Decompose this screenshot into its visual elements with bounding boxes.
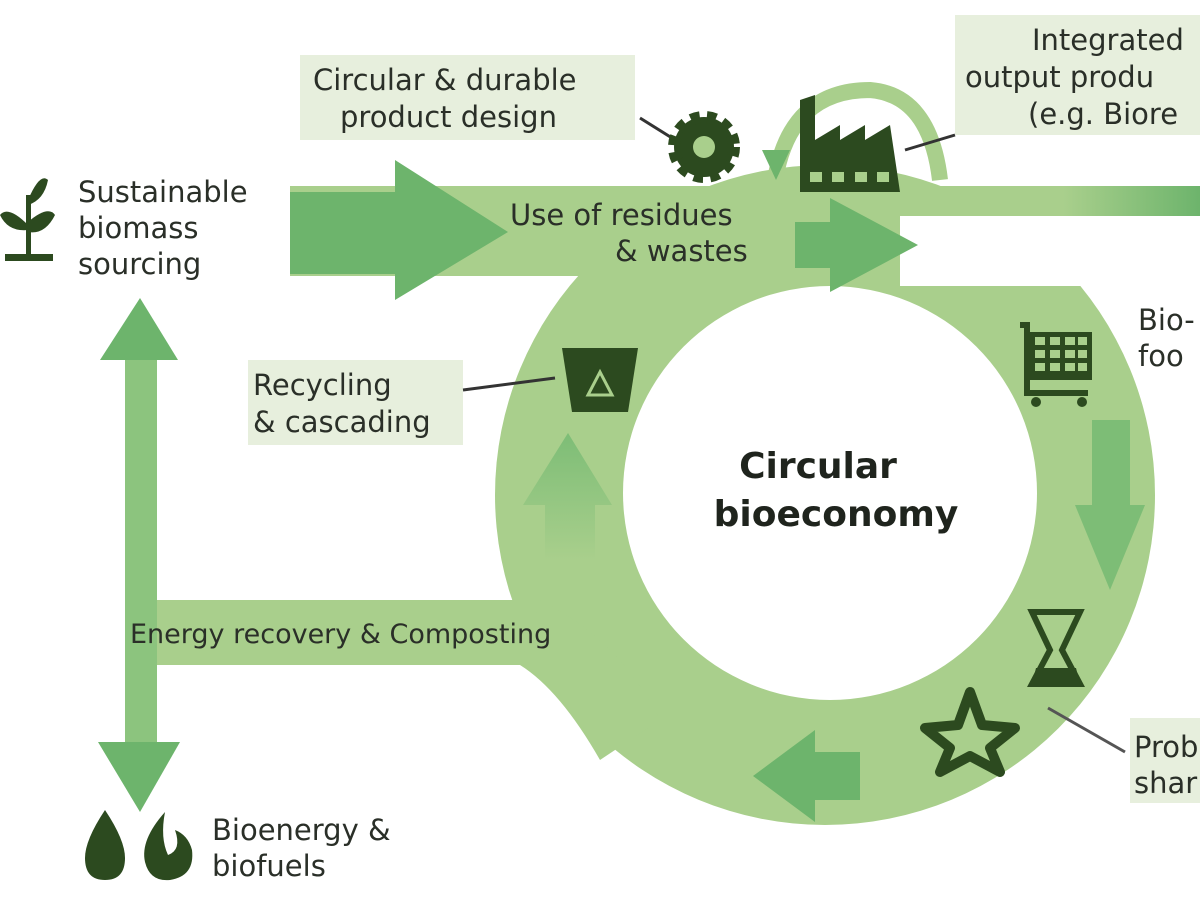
bio-food-label-1: Bio-: [1138, 303, 1195, 337]
people-star-icon: [920, 687, 1020, 777]
integrated-label-bg: [955, 15, 1200, 135]
integrated-label-2: output produ: [965, 60, 1154, 94]
integrated-label-3: (e.g. Biore: [1028, 97, 1178, 131]
drop-icon: [85, 810, 125, 880]
sourcing-label-2: biomass: [78, 211, 198, 245]
integrated-label-1: Integrated: [1032, 23, 1184, 57]
hourglass-icon: [1027, 609, 1085, 687]
plant-icon: [0, 178, 55, 261]
residues-label-2: & wastes: [615, 234, 748, 268]
design-label-bg: [300, 55, 635, 140]
down-arrow-head: [98, 742, 180, 812]
recycle-bin-icon: [562, 348, 638, 412]
center-title-2: bioeconomy: [714, 494, 959, 535]
sharing-label-1: Prob: [1134, 730, 1198, 764]
down-arrow: [1075, 420, 1145, 590]
bio-food-label-2: foo: [1138, 339, 1184, 373]
flame-icon: [144, 812, 193, 881]
recycling-label-2: & cascading: [253, 405, 431, 439]
shopping-cart-icon: [1020, 322, 1092, 407]
sourcing-label-1: Sustainable: [78, 175, 248, 209]
sharing-label-bg: [1130, 718, 1200, 803]
left-arrow: [753, 730, 860, 822]
center-circle: [623, 286, 1037, 700]
sharing-label-2: shar: [1134, 766, 1197, 800]
recycling-label-1: Recycling: [253, 368, 392, 402]
up-arrow-head: [100, 298, 178, 360]
sourcing-label-3: sourcing: [78, 247, 201, 281]
residues-label-1: Use of residues: [510, 198, 733, 232]
design-label-2: product design: [340, 100, 557, 134]
bioenergy-label-2: biofuels: [212, 849, 326, 883]
gear-icon: [668, 111, 740, 183]
recycling-label-bg: [248, 360, 463, 445]
factory-icon: [800, 95, 900, 192]
input-arrow: [290, 160, 508, 300]
vertical-band: [125, 355, 157, 745]
bioenergy-label-1: Bioenergy &: [212, 813, 391, 847]
design-label-1: Circular & durable: [313, 63, 577, 97]
energy-band: [125, 600, 545, 665]
residues-arrow: [795, 198, 918, 292]
center-title-1: Circular: [739, 446, 897, 487]
energy-label: Energy recovery & Composting: [130, 619, 551, 650]
up-arrow: [523, 433, 612, 560]
